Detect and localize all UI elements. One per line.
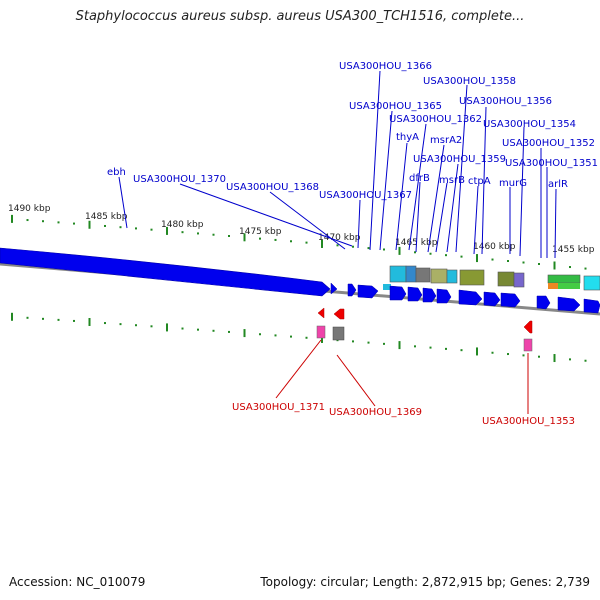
gene-label-usa300hou-1367[interactable]: USA300HOU_1367 [319,190,412,201]
scale-label-1455: 1455 kbp [552,245,595,255]
gene-label-arlr[interactable]: arlR [548,179,568,190]
scale-label-1460: 1460 kbp [473,242,516,252]
scale-label-1480: 1480 kbp [161,220,204,230]
accession-text: Accession: NC_010079 [9,575,146,589]
gene-label-usa300hou-1356[interactable]: USA300HOU_1356 [459,96,552,107]
gene-label-usa300hou-1362[interactable]: USA300HOU_1362 [389,114,482,125]
gene-label-msrb[interactable]: msrB [439,175,465,186]
gene-label-usa300hou-1369[interactable]: USA300HOU_1369 [329,407,422,418]
gene-label-usa300hou-1368[interactable]: USA300HOU_1368 [226,182,319,193]
gene-label-usa300hou-1359[interactable]: USA300HOU_1359 [413,154,506,165]
gene-label-usa300hou-1365[interactable]: USA300HOU_1365 [349,101,442,112]
gene-label-usa300hou-1351[interactable]: USA300HOU_1351 [505,158,598,169]
gene-label-msra2[interactable]: msrA2 [430,135,462,146]
map-title: Staphylococcus aureus subsp. aureus USA3… [75,9,525,24]
reverse-leader-lines [275,339,529,414]
outer-scale-ticks [11,214,587,270]
forward-gene-arrows[interactable] [330,282,600,314]
gene-label-usa300hou-1354[interactable]: USA300HOU_1354 [483,119,576,130]
gene-label-murg[interactable]: murG [499,178,527,189]
forward-gene-boxes [383,265,600,291]
scale-label-1490: 1490 kbp [8,204,51,214]
scale-label-1475: 1475 kbp [239,227,282,237]
gene-label-usa300hou-1366[interactable]: USA300HOU_1366 [339,61,432,72]
inner-scale-ticks [11,312,587,363]
forward-gene-band[interactable] [0,247,331,297]
gene-label-dfrb[interactable]: dfrB [409,173,430,184]
gene-label-usa300hou-1358[interactable]: USA300HOU_1358 [423,76,516,87]
genome-stats-text: Topology: circular; Length: 2,872,915 bp… [260,575,590,589]
gene-label-ctpa[interactable]: ctpA [468,176,491,187]
scale-label-1470: 1470 kbp [318,233,361,243]
reverse-gene-arrows[interactable] [316,307,533,352]
gene-label-usa300hou-1352[interactable]: USA300HOU_1352 [502,138,595,149]
gene-label-thya[interactable]: thyA [396,132,419,143]
scale-label-1485: 1485 kbp [85,212,128,222]
forward-leader-lines [118,70,557,259]
gene-label-ebh[interactable]: ebh [107,167,126,178]
gene-label-usa300hou-1370[interactable]: USA300HOU_1370 [133,174,226,185]
gene-label-usa300hou-1353[interactable]: USA300HOU_1353 [482,416,575,427]
gene-label-usa300hou-1371[interactable]: USA300HOU_1371 [232,402,325,413]
